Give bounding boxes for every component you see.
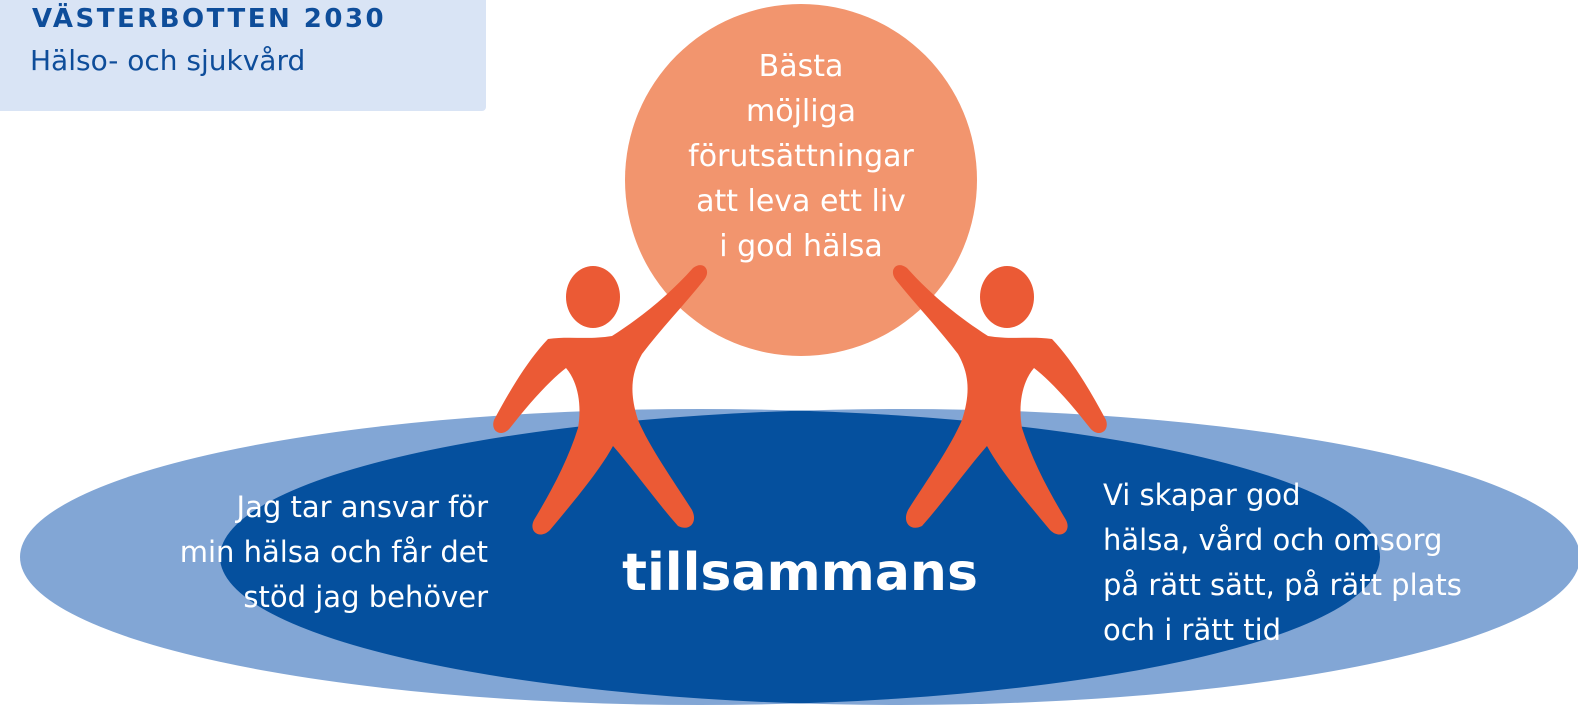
right-ellipse-line-1: Vi skapar god [1103, 478, 1301, 512]
right-ellipse-line-4: och i rätt tid [1103, 613, 1281, 647]
right-ellipse-line-2: hälsa, vård och omsorg [1103, 523, 1442, 557]
right-ellipse-line-3: på rätt sätt, på rätt plats [1103, 568, 1462, 602]
top-circle-line-5: i god hälsa [719, 229, 883, 264]
left-person-figure [493, 265, 708, 535]
top-circle-line-3: förutsättningar [688, 139, 914, 174]
right-ellipse-text: Vi skapar god hälsa, vård och omsorg på … [1103, 478, 1462, 647]
top-circle [625, 4, 977, 356]
left-ellipse-line-2: min hälsa och får det [180, 535, 488, 569]
top-circle-line-4: att leva ett liv [696, 184, 906, 219]
header-title: VÄSTERBOTTEN 2030 [32, 4, 387, 34]
left-ellipse-line-1: Jag tar ansvar för [235, 490, 489, 524]
top-circle-line-1: Bästa [759, 49, 844, 84]
top-circle-text: Bästa möjliga förutsättningar att leva e… [688, 49, 914, 264]
left-ellipse-text: Jag tar ansvar för min hälsa och får det… [180, 490, 488, 614]
top-circle-line-2: möjliga [746, 94, 856, 129]
right-person-figure [892, 265, 1107, 535]
header-subtitle: Hälso- och sjukvård [30, 44, 306, 77]
center-label: tillsammans [622, 543, 978, 603]
left-ellipse-line-3: stöd jag behöver [243, 580, 488, 614]
header-panel: VÄSTERBOTTEN 2030 Hälso- och sjukvård [0, 0, 486, 111]
